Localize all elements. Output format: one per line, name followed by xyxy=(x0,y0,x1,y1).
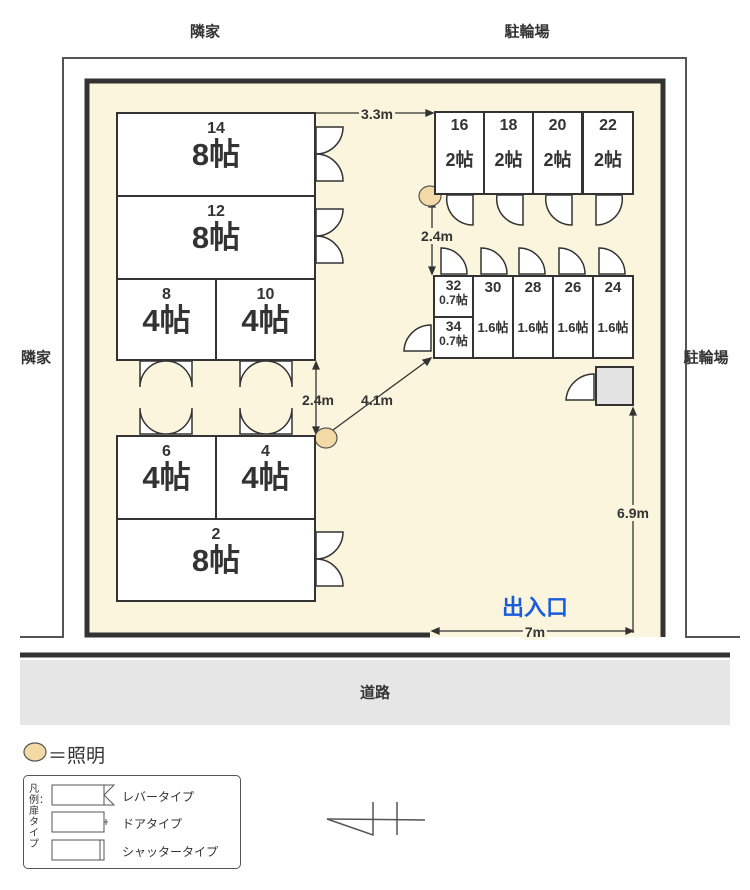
unit-number: 26 xyxy=(564,279,582,296)
unit-size: 4帖 xyxy=(142,303,191,338)
legend-shutter: シャッタータイプ xyxy=(122,845,219,859)
legend-title: 凡例：扉タイプ xyxy=(29,784,49,850)
unit-size: 1.6帖 xyxy=(557,320,589,335)
legend-door: ドアタイプ xyxy=(122,817,183,831)
unit-size: 2帖 xyxy=(543,150,572,170)
unit-number: 12 xyxy=(207,203,225,220)
unit-24[interactable]: 24 1.6帖 xyxy=(592,275,634,359)
unit-number: 8 xyxy=(162,286,171,303)
unit-size: 8帖 xyxy=(191,220,241,255)
unit-number: 16 xyxy=(450,117,469,134)
shutter-icon xyxy=(99,839,105,861)
unit-number: 2 xyxy=(211,526,221,543)
lever-doors xyxy=(139,126,344,587)
road-area xyxy=(20,660,730,725)
legend-lever: レバータイプ xyxy=(122,790,195,804)
light-marker xyxy=(314,427,338,449)
neighbor-label-top: 隣家 xyxy=(189,23,221,41)
unit-number: 28 xyxy=(524,279,542,296)
bike-parking-label-right: 駐輪場 xyxy=(683,349,729,367)
unit-size: 1.6帖 xyxy=(597,320,629,335)
unit-size: 2帖 xyxy=(593,150,622,170)
unit-size: 2帖 xyxy=(445,150,474,170)
unit-28[interactable]: 28 1.6帖 xyxy=(512,275,554,359)
entrance-label: 出入口 xyxy=(501,595,569,620)
unit-size: 0.7帖 xyxy=(439,334,468,348)
unit-18[interactable]: 18 2帖 xyxy=(483,111,534,195)
legend-light-label: ＝照明 xyxy=(48,746,106,767)
north-arrow-symbol xyxy=(326,802,426,837)
unit-number: 30 xyxy=(484,279,502,296)
unit-26[interactable]: 26 1.6帖 xyxy=(552,275,594,359)
unit-size: 8帖 xyxy=(191,137,241,172)
unit-30[interactable]: 30 1.6帖 xyxy=(472,275,514,359)
unit-number: 6 xyxy=(162,443,171,460)
lever-icon xyxy=(103,784,116,806)
unit-size: 1.6帖 xyxy=(517,320,549,335)
unit-16[interactable]: 16 2帖 xyxy=(434,111,485,195)
property-line xyxy=(20,57,740,638)
utility-box xyxy=(595,366,634,406)
door-type-legend: 凡例：扉タイプ レバータイプ ドアタイプ シャッタータイプ xyxy=(23,775,241,869)
unit-number: 22 xyxy=(599,117,617,134)
unit-number: 20 xyxy=(548,117,567,134)
dimension-left-aisle: 2.4m xyxy=(302,392,334,408)
building-wall xyxy=(84,78,666,638)
unit-size: 4帖 xyxy=(241,303,290,338)
unit-number: 24 xyxy=(604,279,622,296)
unit-number: 14 xyxy=(207,120,225,137)
dimension-top-gap: 3.3m xyxy=(359,106,395,122)
unit-22[interactable]: 22 2帖 xyxy=(582,111,634,195)
neighbor-label-left: 隣家 xyxy=(20,349,52,367)
dimension-entrance-width: 7m xyxy=(522,624,548,640)
unit-20[interactable]: 20 2帖 xyxy=(532,111,583,195)
unit-number: 18 xyxy=(499,117,518,134)
dimension-entrance-depth: 6.9m xyxy=(615,505,651,521)
unit-size: 4帖 xyxy=(241,460,290,495)
legend-light-icon xyxy=(23,742,47,762)
unit-size: 0.7帖 xyxy=(439,293,468,307)
legend-door-icons xyxy=(51,784,116,861)
unit-number: 4 xyxy=(261,443,270,460)
unit-size: 1.6帖 xyxy=(477,320,509,335)
unit-size: 8帖 xyxy=(191,543,241,578)
dimension-diagonal: 4.1m xyxy=(361,392,393,408)
road-label: 道路 xyxy=(359,684,391,702)
bike-parking-label-top: 駐輪場 xyxy=(504,23,550,41)
dimension-right-aisle: 2.4m xyxy=(419,228,455,244)
unit-number: 10 xyxy=(256,286,275,303)
single-doors xyxy=(403,194,626,401)
unit-number: 34 xyxy=(445,318,462,334)
unit-size: 2帖 xyxy=(494,150,523,170)
unit-number: 32 xyxy=(445,277,462,293)
unit-size: 4帖 xyxy=(142,460,191,495)
